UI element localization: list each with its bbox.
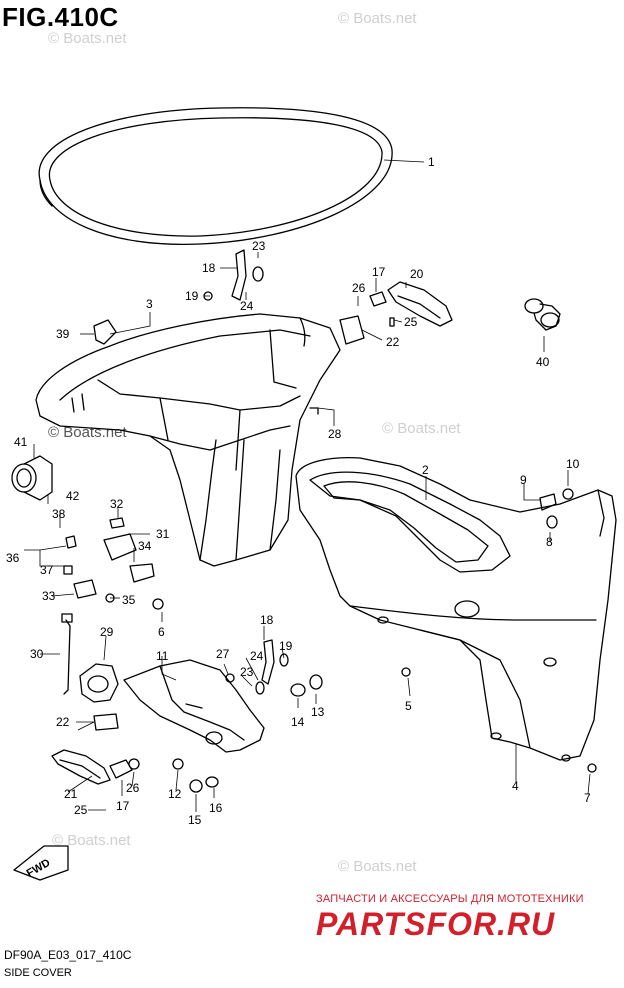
seal-ring-part [38, 107, 393, 246]
callout-39: 39 [56, 327, 70, 341]
figure-title: FIG.410C [2, 2, 119, 32]
callout-9: 9 [520, 473, 527, 487]
callout-17b: 17 [116, 799, 130, 813]
callout-1: 1 [428, 155, 435, 169]
fwd-label: FWD [25, 857, 53, 880]
callout-28: 28 [328, 427, 342, 441]
callout-7: 7 [584, 791, 591, 805]
callout-41: 41 [14, 435, 28, 449]
callout-16: 16 [209, 801, 223, 815]
callout-35: 35 [122, 593, 136, 607]
callout-15: 15 [188, 813, 202, 827]
watermark-boats: © Boats.net [52, 832, 131, 849]
small-hardware-parts [63, 249, 597, 793]
callout-8: 8 [546, 535, 553, 549]
watermark-boats: © Boats.net [48, 30, 127, 47]
callout-4: 4 [512, 779, 519, 793]
callout-33: 33 [42, 589, 56, 603]
partsfor-tagline: ЗАПЧАСТИ И АКСЕССУАРЫ ДЛЯ МОТОТЕХНИКИ [316, 893, 584, 905]
callout-24a: 24 [240, 299, 254, 313]
callout-37: 37 [40, 563, 54, 577]
partsfor-logo: PARTSFOR.RU [316, 906, 556, 942]
callout-18b: 18 [260, 613, 274, 627]
callout-38: 38 [52, 507, 66, 521]
fwd-arrow-icon [13, 845, 69, 881]
handle-lower-part [51, 749, 111, 785]
callout-24b: 24 [250, 649, 264, 663]
callout-3: 3 [146, 297, 153, 311]
watermark-boats: © Boats.net [338, 10, 417, 27]
callout-18a: 18 [202, 261, 216, 275]
callout-12: 12 [168, 787, 182, 801]
callout-20: 20 [410, 267, 424, 281]
callout-31: 31 [156, 527, 170, 541]
tie-strap-part [61, 613, 73, 695]
callout-19a: 19 [185, 289, 199, 303]
watermark-boats: © Boats.net [338, 858, 417, 875]
grommet-part [11, 455, 53, 501]
callout-25b: 25 [74, 803, 88, 817]
clip-part [93, 319, 117, 345]
callout-27: 27 [216, 647, 230, 661]
callout-34: 34 [138, 539, 152, 553]
inner-cover-part [123, 659, 265, 753]
leader-lines [24, 159, 591, 812]
callout-5: 5 [405, 699, 412, 713]
figure-code: DF90A_E03_017_410C [4, 948, 132, 962]
callout-19b: 19 [279, 639, 293, 653]
callout-10: 10 [566, 457, 580, 471]
callout-2: 2 [422, 463, 429, 477]
watermark-boats: © Boats.net [382, 420, 461, 437]
handle-part [387, 281, 453, 327]
callout-36: 36 [6, 551, 20, 565]
callout-13: 13 [311, 705, 325, 719]
side-cover-lower-part [295, 456, 617, 762]
side-cover-upper-part [35, 313, 341, 567]
callout-21: 21 [64, 787, 78, 801]
callout-26b: 26 [126, 781, 140, 795]
callout-17a: 17 [372, 265, 386, 279]
callout-42: 42 [66, 489, 80, 503]
callout-labels: 1 2 3 4 5 6 7 8 9 10 11 12 13 14 15 16 1… [6, 155, 591, 880]
callout-40: 40 [536, 355, 550, 369]
callout-6: 6 [158, 625, 165, 639]
callout-23a: 23 [252, 239, 266, 253]
callout-22a: 22 [386, 335, 400, 349]
callout-26a: 26 [352, 281, 366, 295]
callout-23b: 23 [240, 665, 254, 679]
lock-assembly-part [79, 663, 119, 703]
callout-30: 30 [30, 647, 44, 661]
figure-caption: SIDE COVER [4, 967, 72, 979]
callout-32: 32 [110, 497, 124, 511]
callout-11: 11 [156, 649, 169, 663]
callout-22b: 22 [56, 715, 70, 729]
plug-part [524, 298, 561, 331]
watermark-boats-dark: © Boats.net [48, 424, 127, 441]
callout-14: 14 [291, 715, 305, 729]
callout-29: 29 [100, 625, 114, 639]
callout-25a: 25 [404, 315, 418, 329]
